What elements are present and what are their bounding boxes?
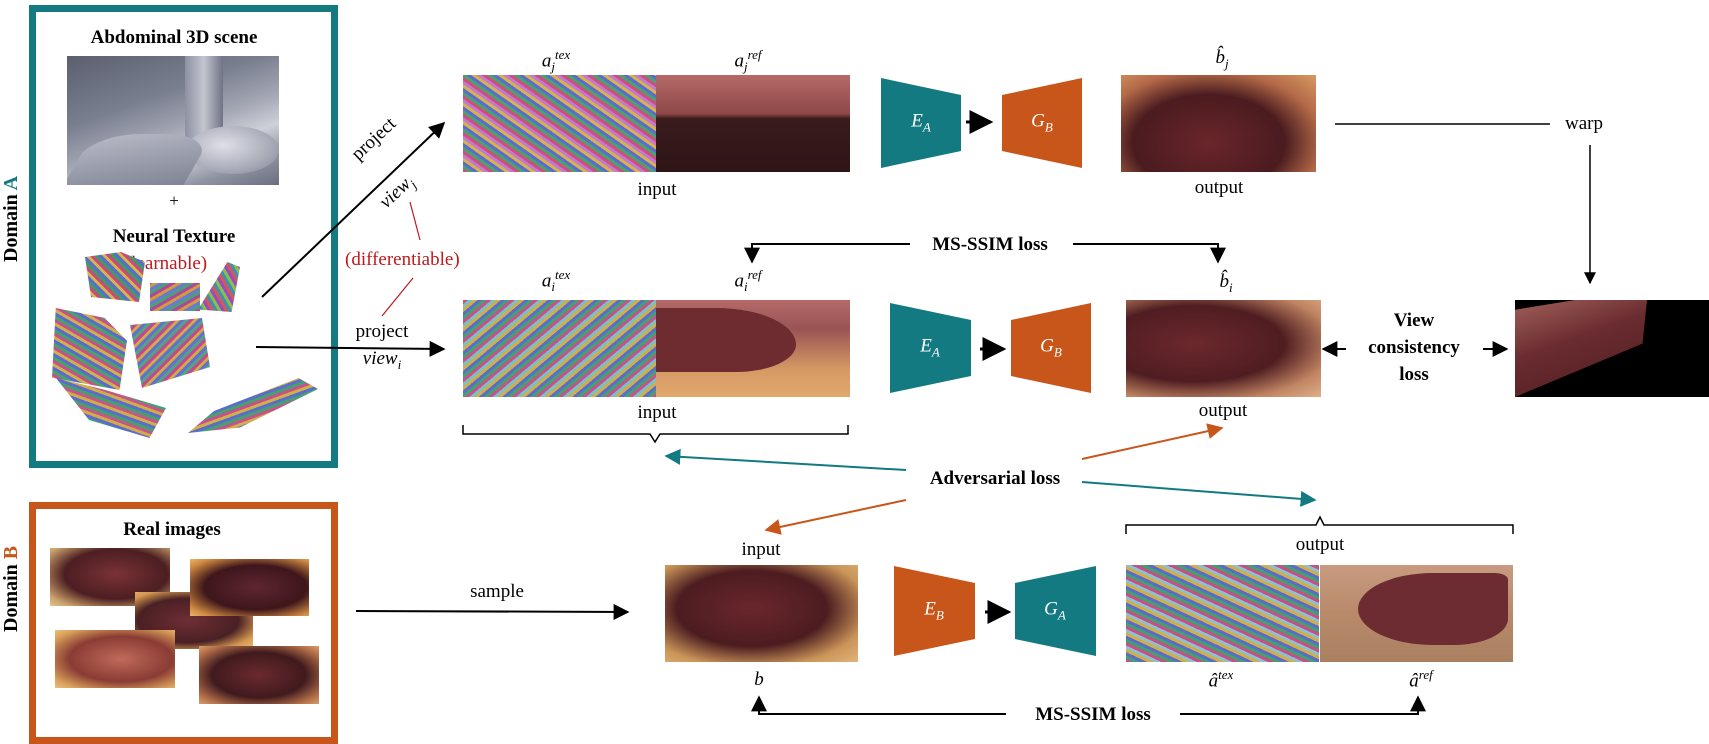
generator-b-label: GB xyxy=(1040,335,1062,360)
neural-texture-title: Neural Texture xyxy=(112,226,236,247)
output-image-j xyxy=(1121,75,1316,172)
input-label-row2: input xyxy=(637,402,677,423)
encoder-a-shape xyxy=(881,78,961,168)
texture-patch xyxy=(85,252,145,302)
b-label: b xyxy=(754,669,764,690)
msssim-bottom-label: MS-SSIM loss xyxy=(1035,704,1151,725)
view-i-label: viewi xyxy=(362,348,402,372)
real-image xyxy=(55,630,175,688)
view-consistency-line3: loss xyxy=(1399,364,1429,385)
generator-a-label: GA xyxy=(1044,598,1066,623)
generated-reference-image xyxy=(1320,565,1513,662)
plus-sign: + xyxy=(169,191,179,210)
a-tex-j-label: ajtex xyxy=(541,47,571,75)
scene-render-image xyxy=(67,56,279,185)
adversarial-loss-label: Adversarial loss xyxy=(929,468,1061,489)
a-ref-j-label: ajref xyxy=(734,47,762,75)
reference-image-j xyxy=(656,75,850,172)
view-consistency-line2: consistency xyxy=(1368,337,1460,358)
texture-patch xyxy=(150,283,200,311)
encoder-a-label: EA xyxy=(911,110,931,135)
output-image-i xyxy=(1126,300,1321,397)
real-image xyxy=(190,559,309,616)
domain-a-frame xyxy=(29,5,338,468)
input-label-row3: input xyxy=(741,539,781,560)
generator-b-label: GB xyxy=(1031,110,1053,135)
reference-image-i xyxy=(656,300,850,397)
learnable-label: (learnable) xyxy=(124,253,208,274)
real-image xyxy=(199,646,319,704)
encoder-a-shape xyxy=(890,303,971,393)
a-hat-tex-label: âtex xyxy=(1208,667,1234,692)
encoder-b-shape xyxy=(894,566,975,656)
real-input-image xyxy=(665,565,858,662)
b-hat-j-label: b̂j xyxy=(1215,47,1229,71)
differentiable-label: (differentiable) xyxy=(345,249,460,270)
output-label-row1: output xyxy=(1194,177,1244,198)
a-hat-ref-label: âref xyxy=(1409,667,1433,692)
input-label-row1: input xyxy=(637,179,677,200)
view-consistency-line1: View xyxy=(1393,310,1435,331)
generator-a-shape xyxy=(1015,566,1096,656)
a-tex-i-label: aitex xyxy=(541,267,571,295)
generator-b-shape xyxy=(1011,303,1091,393)
generator-b-shape xyxy=(1002,78,1082,168)
texture-image-j xyxy=(463,75,656,172)
texture-image-i xyxy=(463,300,656,397)
msssim-top-label: MS-SSIM loss xyxy=(932,234,1048,255)
output-label-row2: output xyxy=(1198,400,1248,421)
encoder-b-label: EB xyxy=(924,598,944,623)
a-ref-i-label: airef xyxy=(734,267,762,295)
generated-texture-image xyxy=(1126,565,1319,662)
sample-label: sample xyxy=(470,581,524,602)
real-images-title: Real images xyxy=(123,519,221,540)
encoder-a-label: EA xyxy=(920,335,940,360)
output-label-row3: output xyxy=(1295,534,1345,555)
scene-title: Abdominal 3D scene xyxy=(90,27,258,48)
b-hat-i-label: b̂i xyxy=(1219,271,1233,295)
warp-label: warp xyxy=(1565,113,1603,134)
warped-image xyxy=(1515,300,1709,397)
project-i-label: project xyxy=(355,321,409,342)
